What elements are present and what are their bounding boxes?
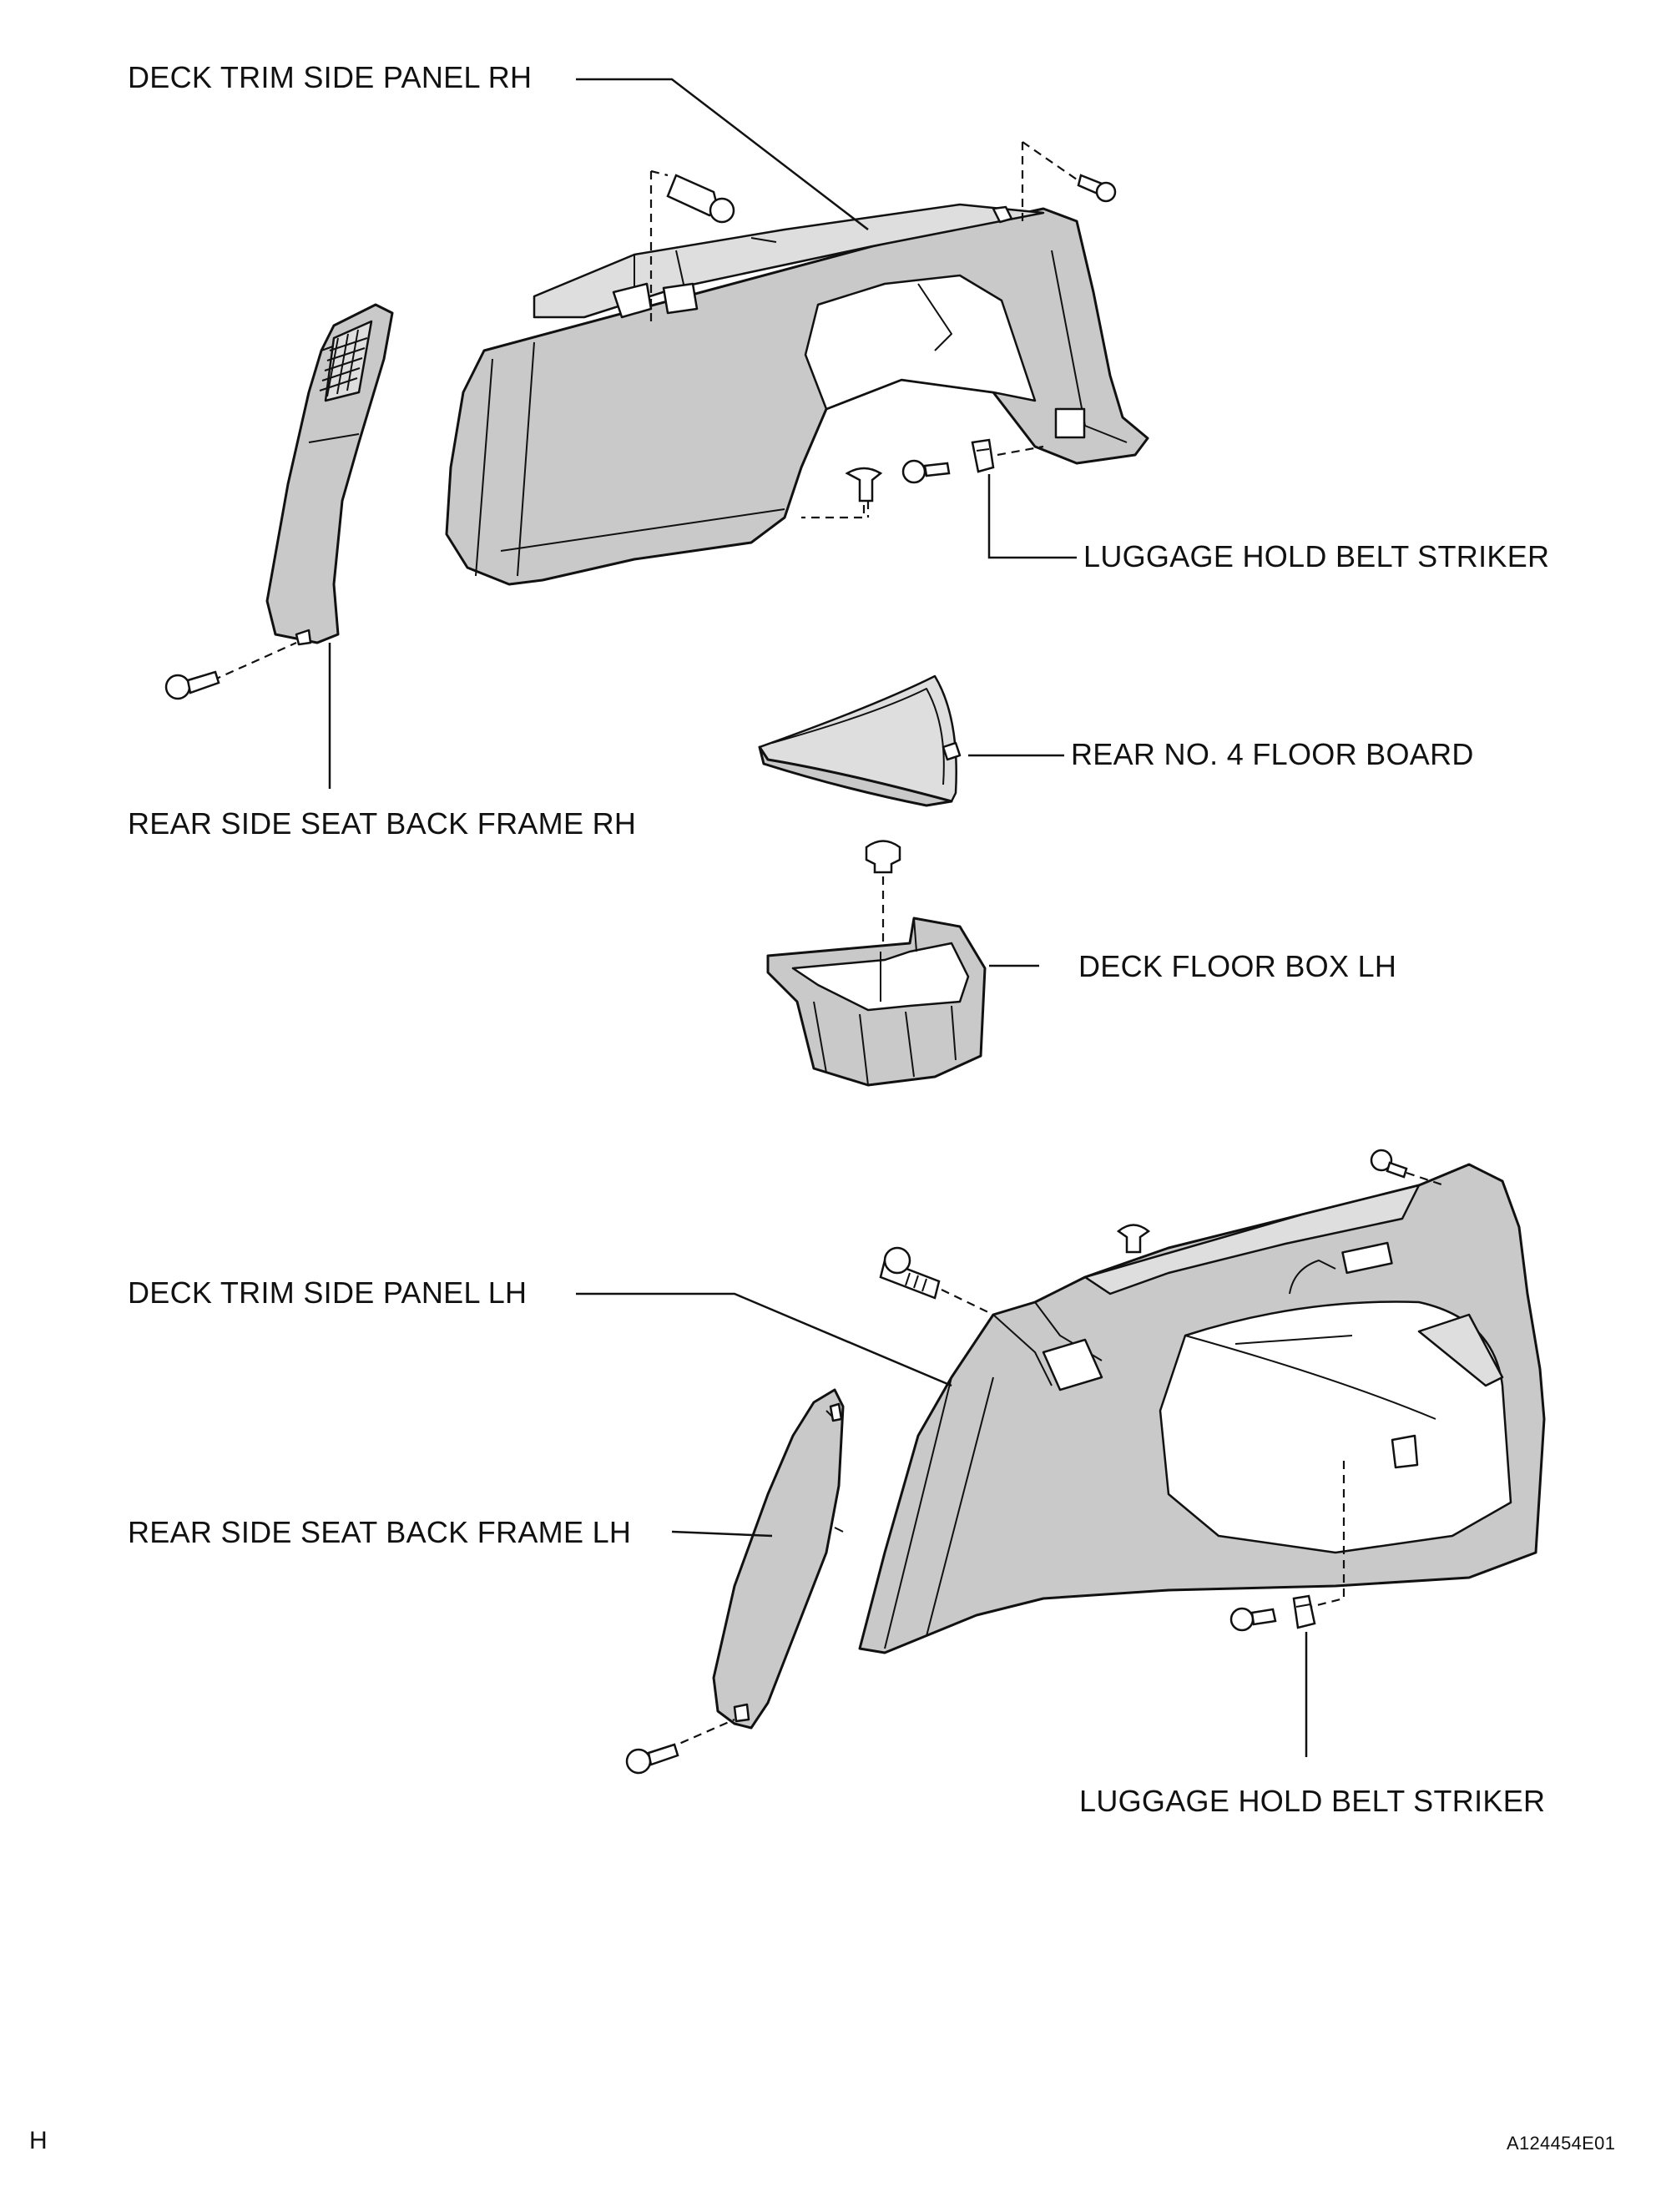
deck-trim-side-panel-rh-shape: [445, 203, 1149, 586]
bolt-icon: [1077, 174, 1117, 203]
bolt-icon: [666, 174, 735, 224]
rear-side-seat-back-frame-lh-shape: [712, 1388, 845, 1730]
label-luggage-hold-belt-striker-lower: LUGGAGE HOLD BELT STRIKER: [1079, 1784, 1546, 1818]
bolt-icon: [164, 670, 220, 700]
clip-icon: [1116, 1224, 1151, 1254]
clip-icon: [865, 840, 901, 874]
vent-grille: [319, 329, 368, 397]
label-rear-side-seat-back-frame-rh: REAR SIDE SEAT BACK FRAME RH: [128, 806, 637, 841]
bolt-icon: [1370, 1149, 1408, 1179]
clip-icon: [845, 467, 883, 502]
bolt-icon: [1229, 1607, 1277, 1632]
corner-mark: H: [29, 2127, 48, 2154]
label-deck-trim-side-panel-lh: DECK TRIM SIDE PANEL LH: [128, 1275, 528, 1310]
figure-code: A124454E01: [1507, 2133, 1616, 2154]
striker-icon: [971, 438, 995, 473]
bolt-icon: [879, 1246, 941, 1300]
striker-icon: [1292, 1594, 1316, 1629]
bolt-icon: [901, 459, 951, 484]
label-deck-trim-side-panel-rh: DECK TRIM SIDE PANEL RH: [128, 60, 533, 94]
leader-lines: [328, 78, 1308, 1757]
label-rear-side-seat-back-frame-lh: REAR SIDE SEAT BACK FRAME LH: [128, 1515, 632, 1549]
deck-floor-box-lh-shape: [766, 917, 987, 1087]
rear-side-seat-back-frame-rh-shape: [265, 303, 394, 646]
label-rear-no4-floor-board: REAR NO. 4 FLOOR BOARD: [1071, 737, 1474, 771]
deck-trim-side-panel-lh-shape: [858, 1163, 1546, 1654]
label-deck-floor-box-lh: DECK FLOOR BOX LH: [1078, 949, 1397, 983]
rear-no4-floor-board-shape: [758, 674, 962, 807]
bolt-icon: [625, 1743, 679, 1775]
label-luggage-hold-belt-striker-upper: LUGGAGE HOLD BELT STRIKER: [1083, 539, 1550, 573]
